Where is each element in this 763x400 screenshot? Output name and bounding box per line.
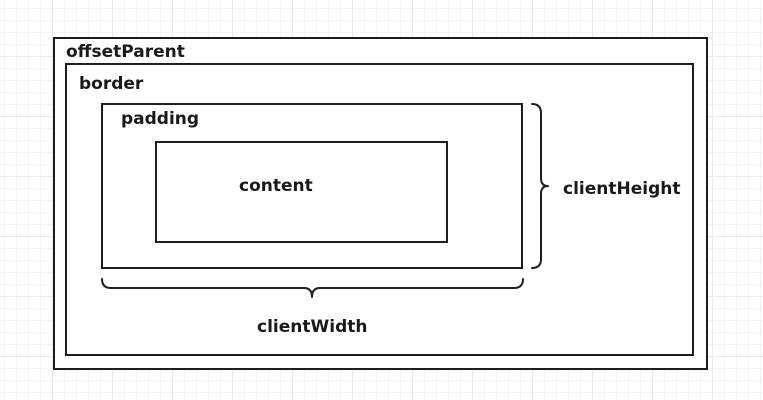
content-label: content: [239, 176, 313, 196]
client-height-label: clientHeight: [563, 179, 681, 199]
client-height-brace: [531, 103, 549, 269]
padding-label: padding: [121, 109, 200, 129]
offset-parent-label: offsetParent: [66, 42, 185, 62]
border-label: border: [79, 74, 144, 94]
client-width-brace: [101, 278, 524, 298]
content-box: [155, 141, 448, 243]
client-width-label: clientWidth: [257, 317, 368, 337]
